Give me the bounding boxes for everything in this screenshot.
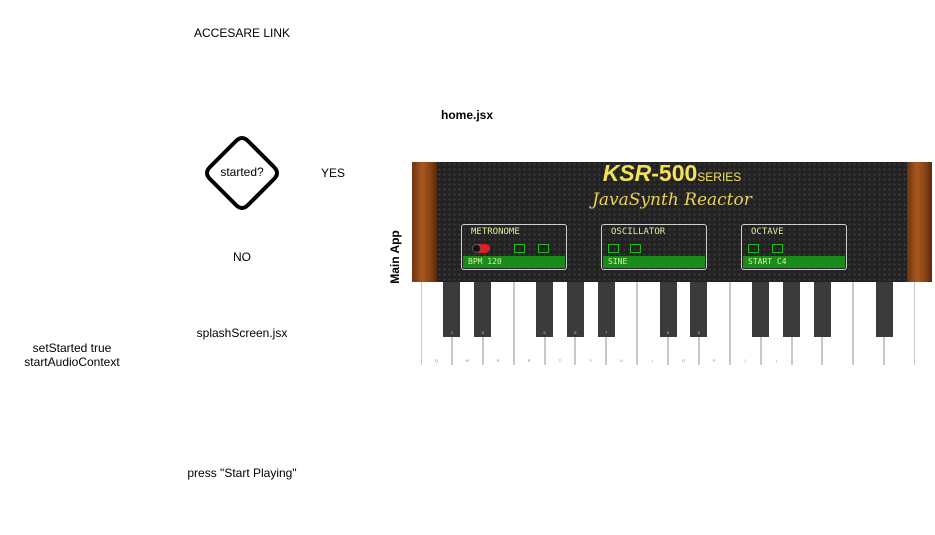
white-key-label: O xyxy=(681,358,685,363)
black-key[interactable]: 6 xyxy=(566,282,584,337)
started-decision: started? xyxy=(203,134,281,212)
decision-diamond-shape xyxy=(204,135,280,211)
synth-series: SERIES xyxy=(697,170,742,184)
toggle-knob-icon xyxy=(472,244,481,253)
synth-model: -500 xyxy=(651,162,698,186)
white-key-label: P xyxy=(712,358,716,363)
octave-panel: OCTAVE START C4 xyxy=(741,224,847,270)
start-audio-context-label: startAudioContext xyxy=(24,355,120,369)
black-key-label: 6 xyxy=(574,330,577,335)
black-key[interactable]: 7 xyxy=(597,282,615,337)
black-key[interactable] xyxy=(783,282,800,337)
metronome-plus-button[interactable] xyxy=(538,244,549,253)
metronome-panel: METRONOME BPM 120 xyxy=(461,224,567,270)
synth-subtitle: JavaSynth Reactor xyxy=(592,190,752,210)
black-key[interactable] xyxy=(752,282,770,337)
black-key[interactable] xyxy=(875,282,893,337)
black-key-label: 3 xyxy=(481,330,484,335)
black-key-label: 5 xyxy=(543,330,546,335)
splash-screen-label: splashScreen.jsx xyxy=(196,326,288,340)
white-key-label: [ xyxy=(744,358,746,363)
white-key-label: R xyxy=(527,358,531,363)
white-key-label: Q xyxy=(434,358,438,363)
white-key-label: W xyxy=(465,358,470,363)
white-key-label: E xyxy=(496,358,500,363)
white-key-label: U xyxy=(620,358,624,363)
white-key-label: Y xyxy=(589,358,593,363)
octave-down-button[interactable] xyxy=(748,244,759,253)
no-label: NO xyxy=(233,250,251,264)
wood-side-right xyxy=(907,162,932,282)
main-app-label: Main App xyxy=(388,230,402,284)
octave-display: START C4 xyxy=(743,256,845,268)
synth-panel: KSR-500SERIES JavaSynth Reactor METRONOM… xyxy=(412,162,932,282)
white-key-label: ] xyxy=(775,358,777,363)
yes-label: YES xyxy=(321,166,346,180)
wood-side-left xyxy=(412,162,437,282)
black-key-label: 9 xyxy=(666,330,670,335)
oscillator-panel: OSCILLATOR SINE xyxy=(601,224,707,270)
set-started-label: setStarted true xyxy=(32,341,112,355)
black-key-label: 7 xyxy=(605,330,608,335)
metronome-minus-button[interactable] xyxy=(514,244,525,253)
metronome-toggle[interactable] xyxy=(472,244,490,253)
black-key[interactable] xyxy=(813,282,831,337)
octave-up-button[interactable] xyxy=(772,244,783,253)
white-key-label: I xyxy=(652,358,654,363)
oscillator-display: SINE xyxy=(603,256,705,268)
press-start-playing-label: press "Start Playing" xyxy=(187,466,297,480)
synth-brand: KSR xyxy=(602,162,652,186)
oscillator-prev-button[interactable] xyxy=(608,244,619,253)
decision-label: started? xyxy=(220,165,264,179)
black-key-label: 0 xyxy=(697,330,700,335)
metronome-title: METRONOME xyxy=(471,227,520,237)
black-key[interactable]: 0 xyxy=(690,282,708,337)
white-key-label: T xyxy=(558,358,562,363)
synth-logo: KSR-500SERIES xyxy=(412,162,932,187)
black-key[interactable]: 5 xyxy=(536,282,553,337)
oscillator-title: OSCILLATOR xyxy=(611,227,666,237)
oscillator-next-button[interactable] xyxy=(630,244,641,253)
home-jsx-label: home.jsx xyxy=(441,108,494,122)
piano-keyboard: Q W E R T Y U I O P [] 2 3 5 6 7 9 0 xyxy=(421,282,915,365)
octave-title: OCTAVE xyxy=(751,227,784,237)
black-key[interactable]: 3 xyxy=(474,282,492,337)
metronome-display: BPM 120 xyxy=(463,256,565,268)
black-key-label: 2 xyxy=(450,330,453,335)
black-key[interactable]: 2 xyxy=(443,282,461,337)
black-key[interactable]: 9 xyxy=(659,282,677,337)
access-link-label: ACCESARE LINK xyxy=(193,26,291,40)
